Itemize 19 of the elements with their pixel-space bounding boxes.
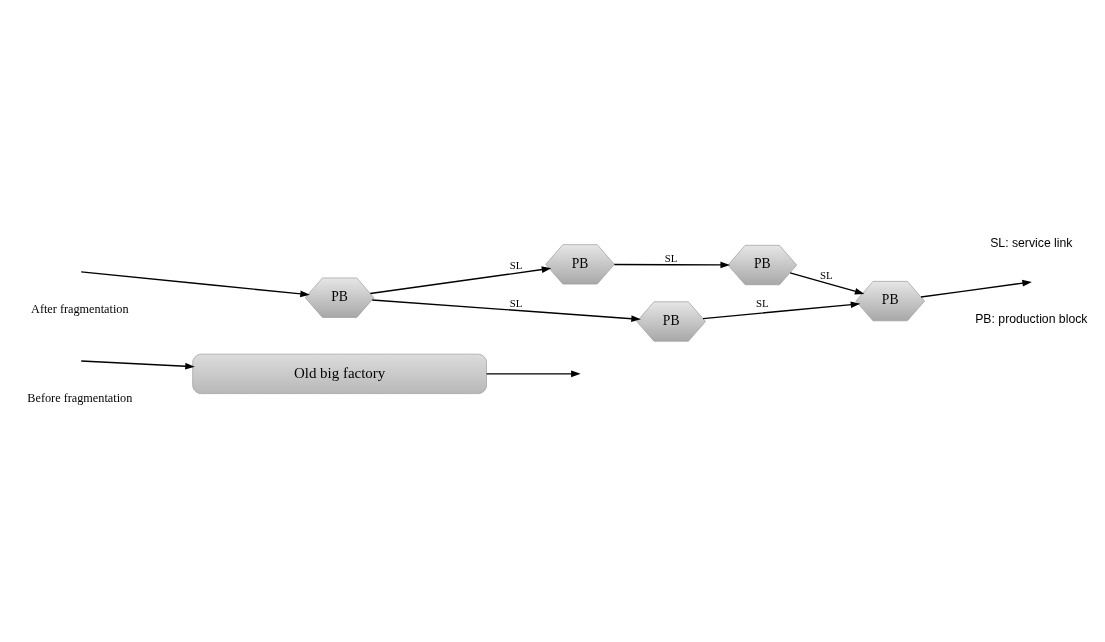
label: PB: production block (975, 311, 1088, 326)
arrow (613, 261, 730, 268)
node-box: Old big factory (192, 353, 487, 394)
arrow (702, 300, 861, 319)
arrow (789, 271, 865, 295)
arrow (369, 265, 552, 294)
arrow (80, 359, 195, 370)
label: SL: service link (990, 235, 1073, 250)
arrow (80, 270, 310, 297)
label: After fragmentation (31, 301, 129, 316)
arrow (485, 370, 581, 377)
edge-label: SL (755, 296, 769, 309)
edge-label: SL (664, 251, 678, 264)
arrow (920, 279, 1032, 298)
edge-label: SL (509, 296, 523, 309)
edge-label: SL (819, 268, 833, 281)
edge-label: SL (509, 258, 523, 271)
arrow (371, 298, 641, 322)
label: Before fragmentation (27, 390, 133, 405)
